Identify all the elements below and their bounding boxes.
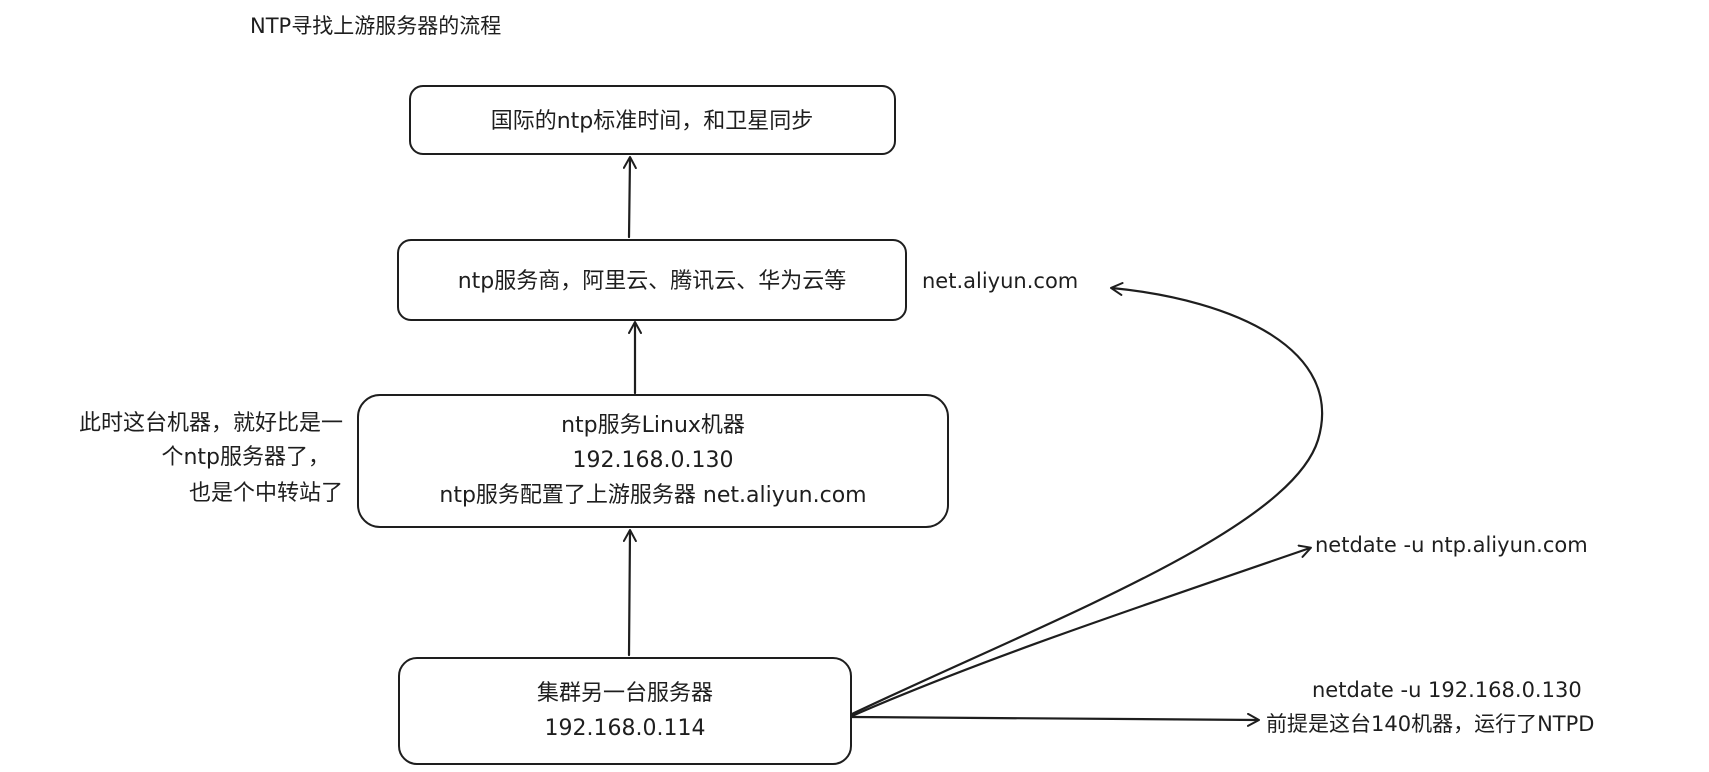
node-cluster-client-ip: 192.168.0.114 [545,716,706,741]
node-ntp-standard: 国际的ntp标准时间，和卫星同步 [409,85,896,155]
diagram-title: NTP寻找上游服务器的流程 [250,14,501,38]
node-linux-server-ip: 192.168.0.130 [573,448,734,473]
node-linux-server-line3: ntp服务配置了上游服务器 net.aliyun.com [439,483,866,508]
arrow-client-to-cmd-local [850,712,1260,727]
arrow-client-to-cmd-aliyun [850,544,1312,718]
label-cmd-aliyun: netdate -u ntp.aliyun.com [1315,533,1588,557]
arrow-client-to-aliyun-host [850,282,1324,716]
note-line1: 此时这台机器，就好比是一 [79,411,343,436]
node-cluster-client-line1: 集群另一台服务器 [537,681,713,706]
node-ntp-standard-label: 国际的ntp标准时间，和卫星同步 [491,109,814,134]
node-ntp-standard-box [409,85,896,155]
node-cluster-client-box [398,657,852,765]
node-linux-server-box [357,394,949,528]
node-cluster-client: 集群另一台服务器 192.168.0.114 [398,657,852,765]
label-cmd-local-line2: 前提是这台140机器，运行了NTPD [1266,712,1594,736]
node-linux-server-line1: ntp服务Linux机器 [561,413,745,438]
arrow-client-to-linux [622,529,637,657]
node-linux-server: ntp服务Linux机器 192.168.0.130 ntp服务配置了上游服务器… [357,394,949,528]
note-line2: 个ntp服务器了， [161,445,330,470]
label-cmd-local-line1: netdate -u 192.168.0.130 [1312,678,1582,702]
node-ntp-provider-label: ntp服务商，阿里云、腾讯云、华为云等 [458,269,847,294]
node-ntp-provider-box [397,239,907,321]
arrow-provider-to-standard [622,156,637,239]
note-line3: 也是个中转站了 [189,481,343,506]
node-ntp-provider: ntp服务商，阿里云、腾讯云、华为云等 [397,239,907,321]
label-aliyun-host: net.aliyun.com [922,269,1078,293]
